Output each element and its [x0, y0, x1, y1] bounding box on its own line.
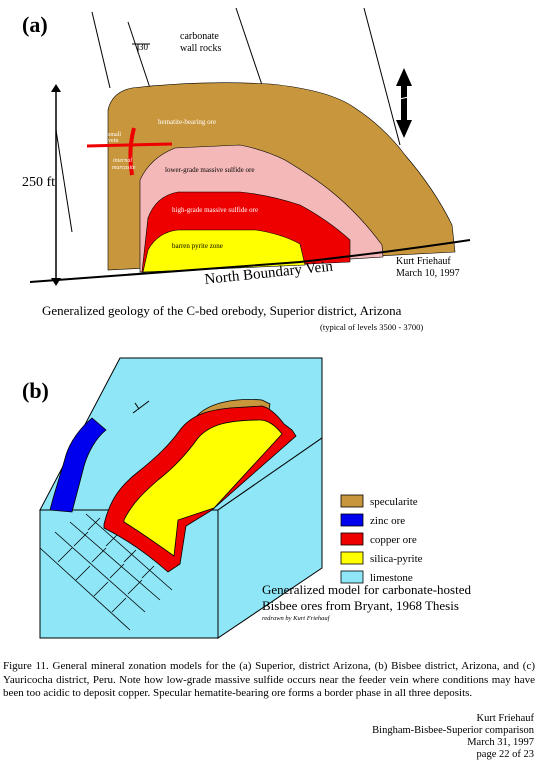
legend-swatch-1	[340, 513, 364, 527]
panel-b-redrawn: redrawn by Kurt Friehauf	[262, 615, 331, 622]
panel-a-title: Generalized geology of the C-bed orebody…	[42, 303, 402, 318]
credit-author: Kurt Friehauf	[476, 713, 534, 724]
north-arrow-icon	[394, 68, 414, 138]
barren-pyrite-zone-label: barren pyrite zone	[172, 242, 223, 250]
block-side-face	[217, 437, 323, 639]
author-name: Kurt Friehauf	[396, 256, 451, 267]
legend-swatch-2	[340, 532, 364, 546]
dip-value: 30	[139, 42, 149, 52]
high-grade-zone-label: high-grade massive sulfide ore	[172, 206, 258, 214]
limestone-brick-pattern	[39, 513, 173, 631]
panel-b-label: (b)	[22, 378, 49, 403]
barren-pyrite-zone	[142, 229, 306, 273]
panel-b-title-1: Generalized model for carbonate-hosted	[262, 582, 471, 597]
credit-project: Bingham-Bisbee-Superior comparison	[372, 725, 534, 736]
zinc-ore-band	[49, 417, 107, 513]
hematite-zone-label: hematite-bearing ore	[158, 118, 216, 126]
scale-label: 250 ft	[22, 175, 55, 190]
panel-a-label: (a)	[22, 12, 48, 37]
legend-swatch-3	[340, 551, 364, 565]
internal-marcasite-label-1: internal	[113, 158, 132, 164]
legend-swatch-4	[340, 570, 364, 584]
legend: specularite zinc ore copper ore silica-pyri…	[340, 494, 423, 584]
legend-label-1: zinc ore	[370, 515, 405, 527]
dip-symbol	[132, 43, 150, 53]
lower-grade-zone-label: lower-grade massive sulfide ore	[165, 166, 254, 174]
credit-date: March 31, 1997	[467, 737, 534, 748]
internal-marcasite-label-2: marcasite	[112, 165, 136, 171]
north-boundary-vein-line	[29, 239, 471, 283]
legend-label-3: silica-pyrite	[370, 553, 423, 565]
panel-b-title-2: Bisbee ores from Bryant, 1968 Thesis	[262, 598, 459, 613]
silica-pyrite-body	[123, 419, 283, 557]
small-vein-label-1: small	[108, 132, 121, 138]
credit-page: page 22 of 23	[476, 749, 534, 760]
small-vein-label-2: vein	[108, 138, 118, 144]
figure-caption: Figure 11. General mineral zonation mode…	[3, 660, 535, 699]
credit-block: Kurt Friehauf Bingham-Bisbee-Superior co…	[372, 713, 534, 761]
small-vein	[86, 127, 173, 176]
legend-swatch-0	[340, 494, 364, 508]
legend-label-4: limestone	[370, 572, 413, 584]
wall-rocks-label-2: wall rocks	[180, 43, 221, 54]
block-bedding-tick	[132, 400, 150, 414]
panel-a-subtitle: (typical of levels 3500 - 3700)	[320, 322, 423, 332]
legend-label-0: specularite	[370, 496, 418, 508]
wall-rocks-label-1: carbonate	[180, 31, 219, 42]
figure-svg: (a) carbonate wall rocks 30 250 ft North…	[22, 7, 471, 639]
author-date: March 10, 1997	[396, 268, 460, 279]
legend-label-2: copper ore	[370, 534, 417, 546]
